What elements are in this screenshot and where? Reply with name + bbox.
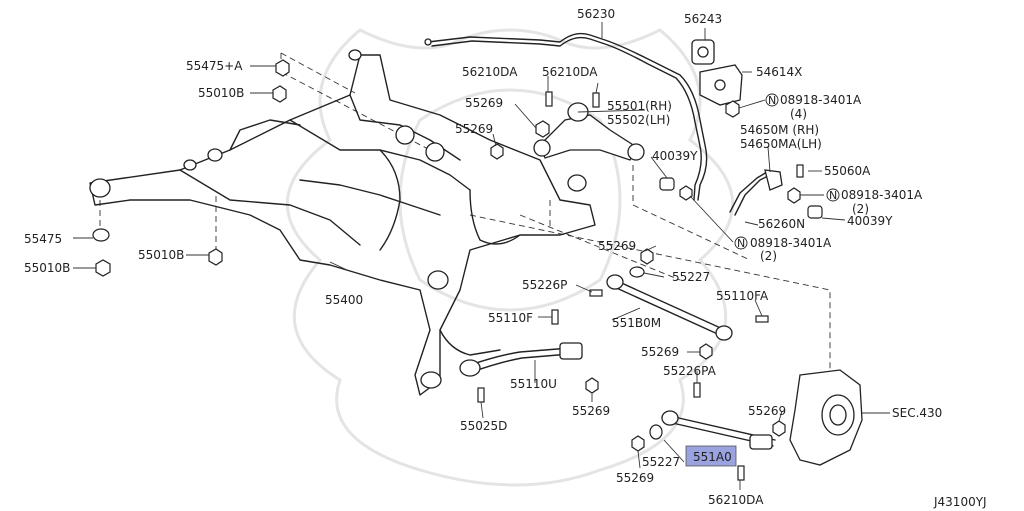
label-40039y-a[interactable]: 40039Y	[652, 149, 698, 163]
label-55025d[interactable]: 55025D	[460, 419, 507, 433]
axle-housing-sec430	[789, 369, 863, 466]
leader-lines	[73, 22, 890, 490]
label-08918-b[interactable]: 08918-3401A	[841, 188, 923, 202]
label-54614x[interactable]: 54614X	[756, 65, 802, 79]
highlight-box-551a0	[685, 445, 737, 467]
toe-link-551A0	[661, 410, 776, 450]
label-55010b-top[interactable]: 55010B	[198, 86, 244, 100]
n-badge-a: N	[765, 93, 779, 107]
n-symbol-c: N	[737, 237, 745, 250]
label-55269-b[interactable]: 55269	[455, 122, 493, 136]
subframe-55400	[89, 49, 596, 396]
label-54650m[interactable]: 54650M (RH)	[740, 123, 819, 137]
label-sec430[interactable]: SEC.430	[892, 406, 942, 420]
label-55400[interactable]: 55400	[325, 293, 363, 307]
label-55226pa[interactable]: 55226PA	[663, 364, 717, 378]
label-56260n[interactable]: 56260N	[758, 217, 805, 231]
label-08918-a-qty: (4)	[790, 107, 807, 121]
label-55269-c[interactable]: 55269	[598, 239, 636, 253]
label-55110f[interactable]: 55110F	[488, 311, 533, 325]
label-55110u[interactable]: 55110U	[510, 377, 557, 391]
diagram-code: J43100YJ	[933, 495, 987, 509]
label-55269-d[interactable]: 55269	[641, 345, 679, 359]
label-55227-b[interactable]: 55227	[642, 455, 680, 469]
label-55475a[interactable]: 55475+A	[186, 59, 243, 73]
label-551a0[interactable]: 551A0	[693, 450, 732, 464]
label-56210da-a[interactable]: 56210DA	[462, 65, 518, 79]
label-08918-c[interactable]: 08918-3401A	[750, 236, 832, 250]
connecting-rod-54650M	[729, 169, 783, 216]
label-55010b-bl[interactable]: 55010B	[24, 261, 70, 275]
watermark	[285, 28, 735, 487]
label-55475[interactable]: 55475	[24, 232, 62, 246]
upper-link-55110U	[459, 342, 583, 377]
label-08918-b-qty: (2)	[852, 202, 869, 216]
label-55226p[interactable]: 55226P	[522, 278, 567, 292]
n-symbol-b: N	[829, 189, 837, 202]
label-55269-a[interactable]: 55269	[465, 96, 503, 110]
label-56210da-b[interactable]: 56210DA	[542, 65, 598, 79]
label-55010b-mid[interactable]: 55010B	[138, 248, 184, 262]
label-56230[interactable]: 56230	[577, 7, 615, 21]
fasteners	[92, 59, 823, 481]
label-55110fa[interactable]: 55110FA	[716, 289, 769, 303]
label-56210da-c[interactable]: 56210DA	[708, 493, 764, 507]
label-08918-c-qty: (2)	[760, 249, 777, 263]
label-55227-a[interactable]: 55227	[672, 270, 710, 284]
n-symbol-a: N	[768, 94, 776, 107]
stabilizer-bar-56230	[424, 32, 708, 201]
guide-lines	[99, 52, 831, 375]
lateral-link-551B0M	[606, 274, 733, 341]
label-55060a[interactable]: 55060A	[824, 164, 871, 178]
label-55269-e[interactable]: 55269	[572, 404, 610, 418]
label-55501[interactable]: 55501(RH)	[607, 99, 672, 113]
label-551b0m[interactable]: 551B0M	[612, 316, 661, 330]
label-08918-a[interactable]: 08918-3401A	[780, 93, 862, 107]
label-55269-f[interactable]: 55269	[748, 404, 786, 418]
n-badge-c: N	[734, 236, 748, 250]
part-labels: 56230 56243 55475+A 55010B 56210DA 56210…	[24, 7, 987, 509]
label-55269-g[interactable]: 55269	[616, 471, 654, 485]
stabilizer-bushing-bracket	[691, 39, 743, 106]
label-56243[interactable]: 56243	[684, 12, 722, 26]
n-badge-b: N	[826, 188, 840, 202]
label-54650ma[interactable]: 54650MA(LH)	[740, 137, 822, 151]
label-55502[interactable]: 55502(LH)	[607, 113, 670, 127]
label-40039y-b[interactable]: 40039Y	[847, 214, 893, 228]
